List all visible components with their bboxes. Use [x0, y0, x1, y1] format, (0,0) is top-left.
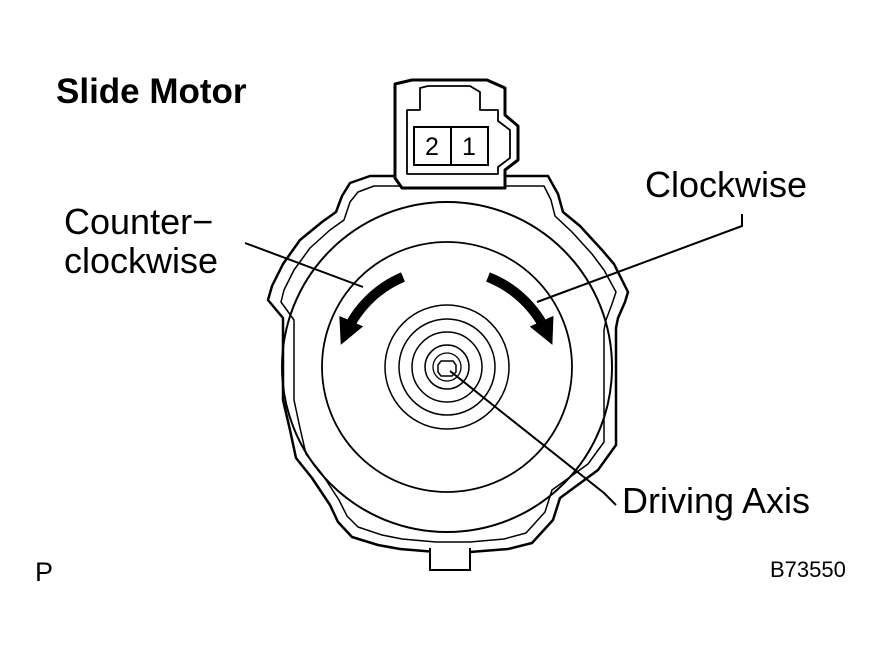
connector-pin-1: 1 [462, 133, 476, 161]
hub-ring-5 [432, 352, 462, 382]
motor-housing-inner [280, 185, 617, 543]
hub-ring-4 [424, 344, 470, 390]
hub-ring-outer [384, 304, 510, 430]
driving-axis-leader [449, 370, 617, 506]
counterclockwise-label-line-2: clockwise [64, 240, 219, 281]
clockwise-leader [536, 214, 743, 303]
driving-axis-label: Driving Axis [622, 480, 811, 521]
counterclockwise-arrow [339, 272, 406, 345]
connector: 2 1 [393, 78, 520, 190]
clockwise-label: Clockwise [645, 164, 808, 205]
figure-code: B73550 [770, 557, 846, 582]
connector-pin-2: 2 [425, 133, 439, 161]
bottom-tab [429, 548, 471, 571]
counterclockwise-leader [244, 242, 364, 288]
outer-ring [281, 201, 613, 533]
hub-ring-2 [398, 318, 496, 416]
middle-ring [321, 241, 573, 493]
counterclockwise-label: Counter− clockwise [64, 202, 218, 280]
diagram-title: Slide Motor [56, 72, 247, 111]
hub-ring-3 [411, 331, 483, 403]
corner-mark: P [35, 557, 54, 587]
clockwise-arrow [486, 272, 554, 345]
counterclockwise-label-line-1: Counter− [64, 201, 214, 242]
